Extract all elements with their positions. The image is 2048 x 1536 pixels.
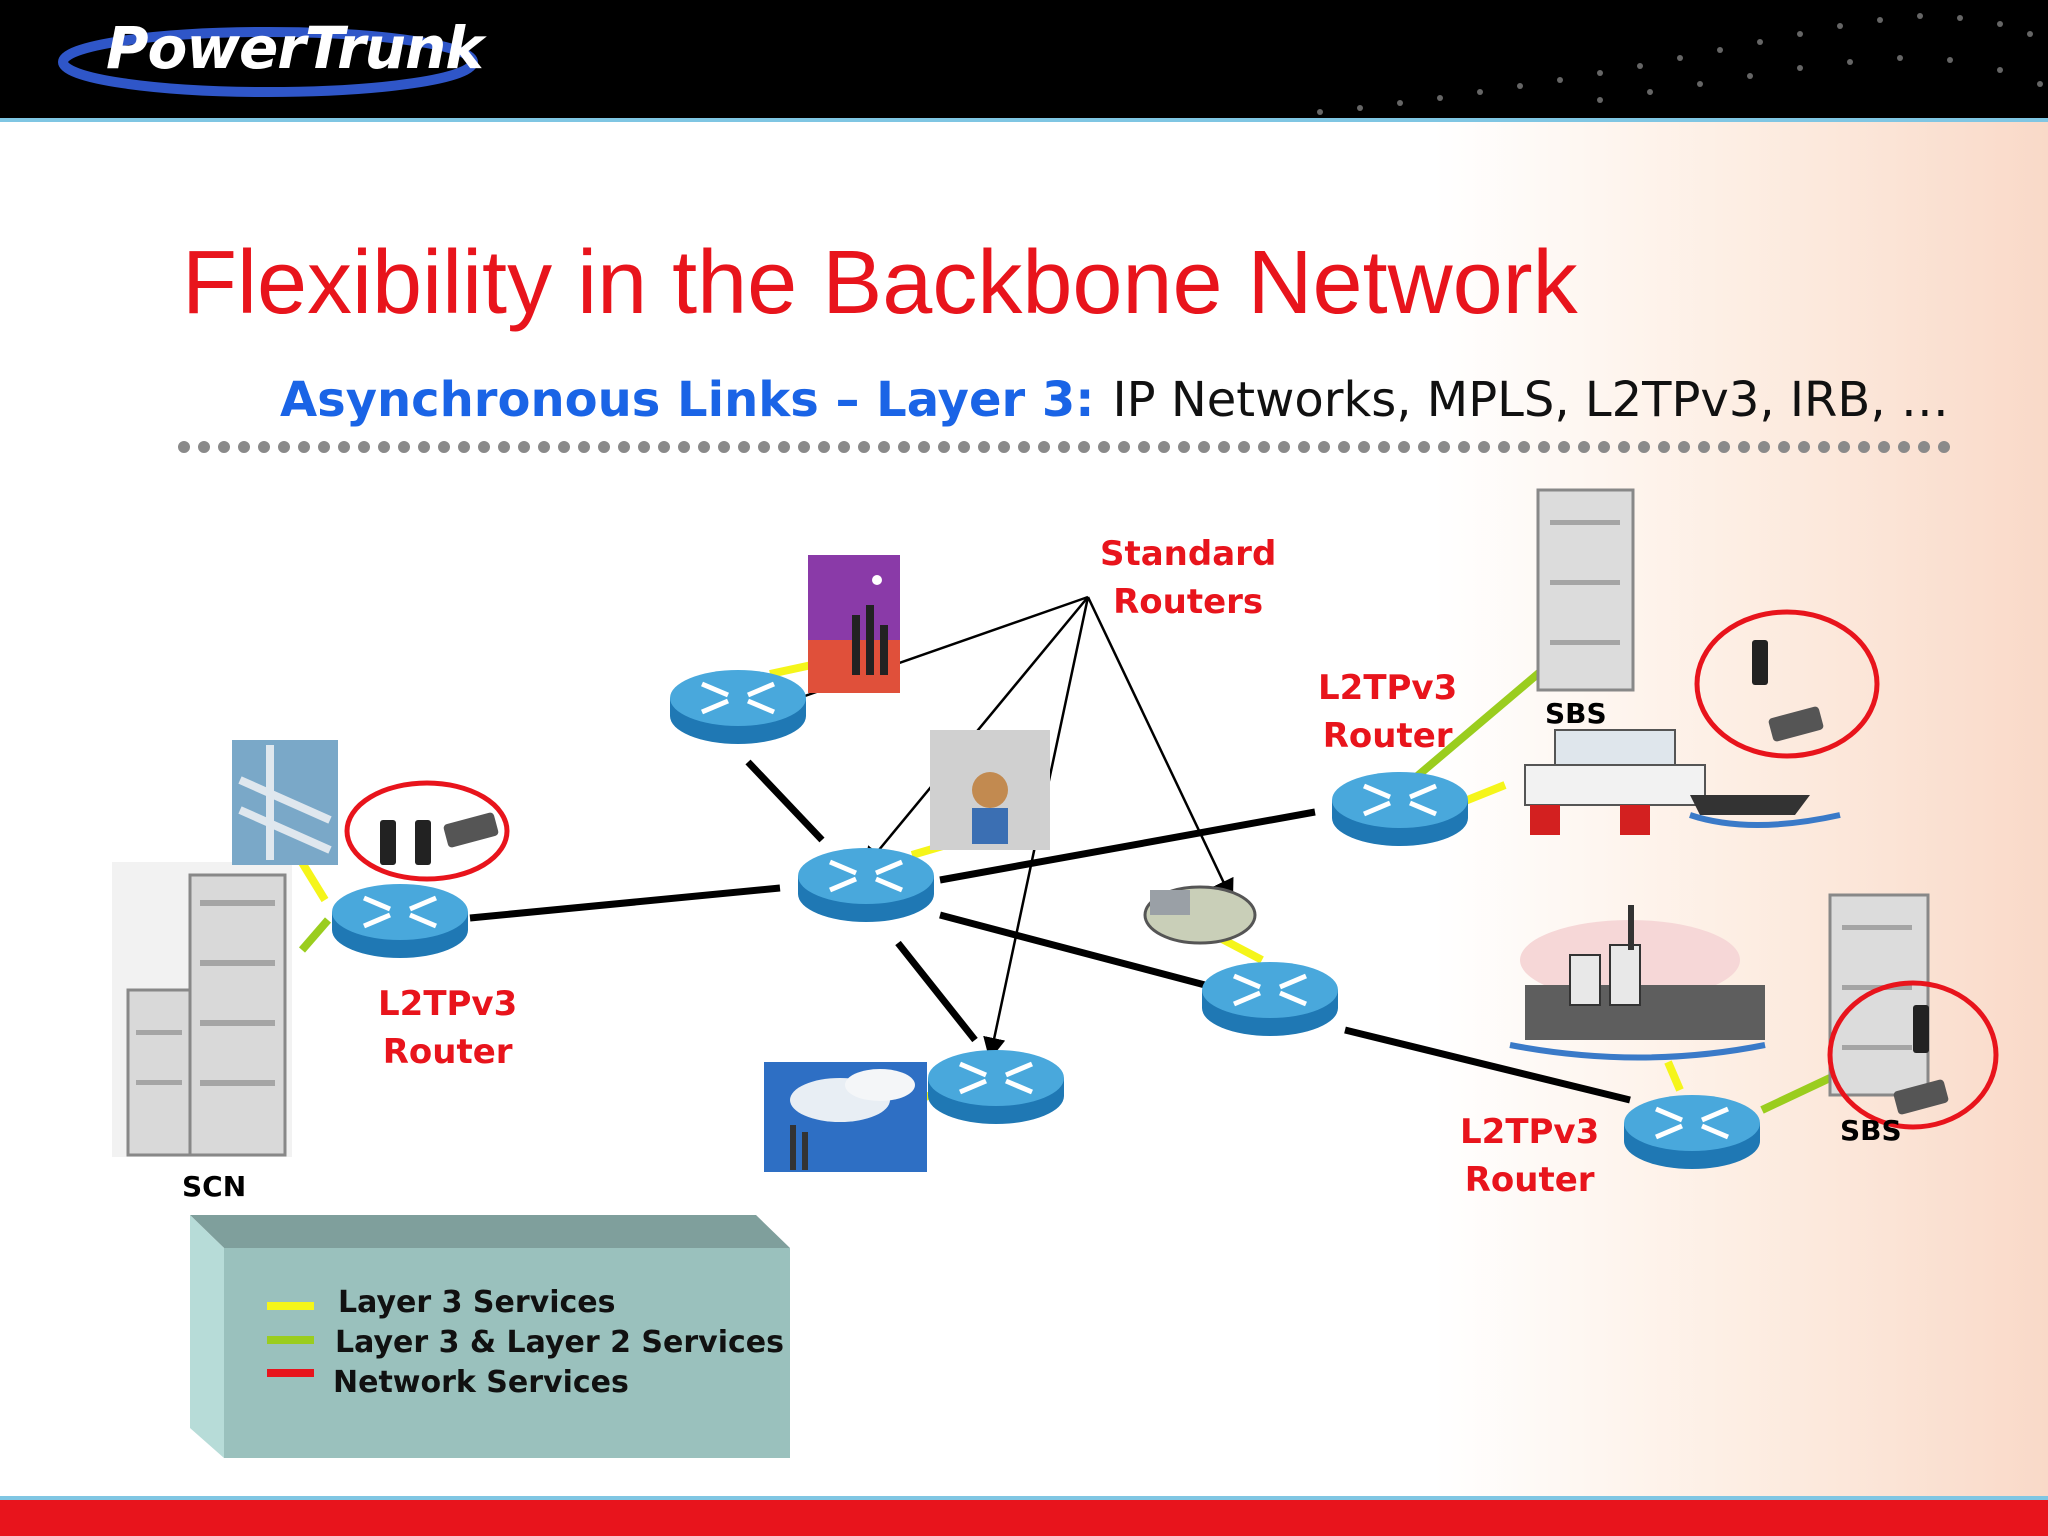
l2tpv3-router-right-top-line2: Router [1322,716,1453,756]
subtitle-rest: IP Networks, MPLS, L2TPv3, IRB, … [1112,372,1949,428]
l2tpv3-router-right-bottom-line2: Router [1464,1160,1595,1200]
scn-rack-icon [112,862,292,1157]
smokestack-image [764,1062,927,1172]
subtitle-lead: Asynchronous Links – Layer 3: [280,372,1095,428]
sbs-rack-bottom-icon [1828,893,1930,1097]
l2tpv3-router-right-bottom-line1: L2TPv3 [1460,1112,1600,1152]
l2tpv3-router-left-line1: L2TPv3 [378,984,518,1024]
powertrunk-logo: PowerTrunk [58,12,484,98]
industrial-pipes-image [232,740,338,865]
radio-terminals-bottom-right-icon [1893,1005,1949,1115]
sbs-bottom-label: SBS [1840,1114,1902,1147]
legend-item-network: Network Services [333,1365,629,1400]
offshore-platform-image [1524,729,1841,835]
refinery-sunset-image [808,555,900,693]
radio-terminals-top-right-icon [1752,640,1824,742]
network-service-circles [344,609,1999,1130]
footer-bar [0,1500,2048,1536]
slide-subtitle: Asynchronous Links – Layer 3: IP Networks… [280,372,1949,428]
l2tpv3-router-left-label: L2TPv3 Router [378,980,517,1076]
sbs-top-label: SBS [1545,697,1607,730]
worker-plant-image [930,730,1050,850]
legend-item-layer3-layer2: Layer 3 & Layer 2 Services [335,1325,784,1360]
backbone-links [469,759,1631,1104]
sbs-rack-top-icon [1536,488,1635,692]
slide-title: Flexibility in the Backbone Network [182,233,1578,333]
logo-swoosh-icon [58,27,478,97]
l2tpv3-router-right-bottom-label: L2TPv3 Router [1460,1108,1599,1204]
refinery-harbor-image [1509,905,1766,1061]
standard-routers-label-line2: Routers [1113,582,1264,622]
logo-text: PowerTrunk [106,14,484,82]
standard-routers-label: Standard Routers [1100,530,1276,626]
header-dots-decoration [1317,13,2043,115]
standard-routers-label-line1: Standard [1100,534,1277,574]
header-divider [0,118,2048,122]
header-bar [0,0,2048,118]
scn-label: SCN [182,1170,247,1203]
footer-divider [0,1496,2048,1500]
l2tpv3-router-left-line2: Router [382,1032,513,1072]
l2tpv3-router-right-top-line1: L2TPv3 [1318,668,1458,708]
tanks-image [1143,885,1257,945]
legend-item-layer3: Layer 3 Services [338,1285,616,1320]
l2tpv3-router-right-top-label: L2TPv3 Router [1318,664,1457,760]
radio-terminals-left-icon [380,812,499,865]
